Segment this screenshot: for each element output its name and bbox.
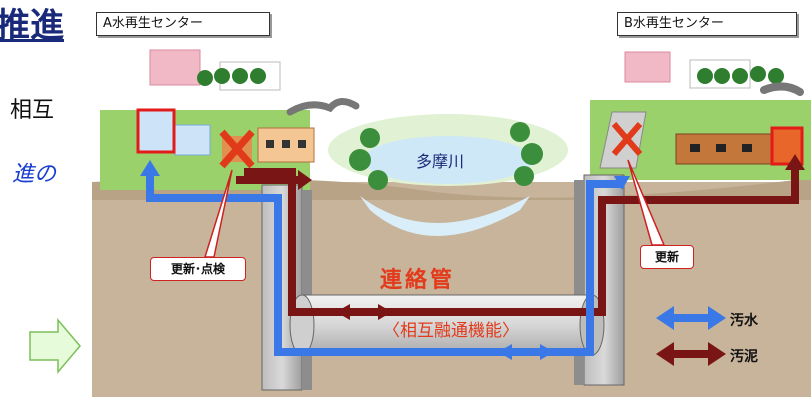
heading-fragment: 推進	[0, 6, 64, 46]
shaft-left	[261, 184, 312, 391]
river-label: 多摩川	[416, 152, 465, 171]
next-arrow-icon	[29, 317, 81, 375]
center-a-label: A水再生センター	[96, 12, 270, 36]
legend-sludge-arrow	[656, 342, 726, 366]
legend-water-label: 汚水	[730, 313, 758, 329]
legend-water-arrow	[656, 306, 726, 330]
x-mark-a	[219, 129, 255, 169]
town-b	[590, 51, 811, 180]
legend-sludge-label: 汚泥	[730, 349, 758, 365]
callout-update: 更新	[640, 245, 694, 269]
river-area	[328, 114, 568, 236]
side-text-line1: 相互	[10, 98, 55, 123]
ground	[92, 182, 811, 397]
x-mark-b	[611, 122, 643, 156]
pipe-subtitle: 〈相互融通機能〉	[383, 321, 519, 341]
water-lines	[140, 160, 630, 360]
callout-update-inspect: 更新･点検	[150, 257, 246, 281]
town-a	[100, 49, 360, 190]
center-b-label: B水再生センター	[617, 12, 797, 36]
sludge-lines	[236, 154, 805, 320]
side-text-line2: 進の	[12, 162, 57, 187]
pipe-title: 連絡管	[380, 268, 456, 293]
